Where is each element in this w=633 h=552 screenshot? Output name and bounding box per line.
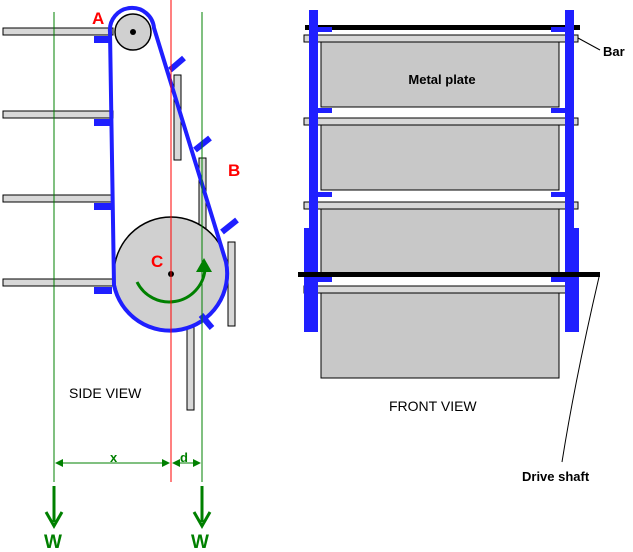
front-belt-right [565,10,574,332]
front-clip-4r [551,277,565,282]
side-plate-2 [2,110,114,119]
clip-1 [94,36,112,43]
pulley-a-axle [130,29,136,35]
metal-plate-4 [320,292,560,379]
label-drive-shaft: Drive shaft [522,469,590,484]
clip-2 [94,119,112,126]
clip-8 [198,313,215,330]
front-clip-2r [551,108,565,113]
front-clip-1l [318,27,332,32]
top-shaft [305,25,580,30]
label-point-c: C [151,252,163,271]
label-point-b: B [228,161,240,180]
side-view: A B C SIDE VIEW x d W W [2,0,240,552]
label-bar: Bar [603,44,625,59]
label-side-view: SIDE VIEW [69,385,142,401]
front-bar-1 [303,34,579,43]
label-front-view: FRONT VIEW [389,398,477,414]
front-bar-4 [303,285,579,294]
label-dim-x: x [110,450,118,465]
side-plate-8 [186,325,195,411]
label-weight-left: W [44,532,62,552]
label-metal-plate: Metal plate [408,72,475,87]
dim-d-arrow-left [172,459,180,467]
front-bar-2 [303,117,579,126]
label-weight-right: W [191,532,209,552]
drive-shaft [298,272,600,277]
side-plate-4 [2,278,114,287]
metal-plate-2 [320,124,560,191]
clip-7 [220,217,239,235]
drive-shaft-leader-line [561,276,600,463]
dim-d-arrow-right [193,459,201,467]
clip-3 [94,203,112,210]
label-dim-d: d [180,450,188,465]
dim-x-arrow-left [55,459,63,467]
weight-arrow-right-head [192,511,212,530]
front-drum-left [304,228,311,332]
weight-arrow-left-head [44,511,64,530]
bar-leader-line [577,37,601,51]
metal-plate-1 [320,41,560,108]
front-drum-right [572,228,579,332]
front-view: Bar Metal plate FRONT VIEW Drive shaft [298,10,625,484]
front-clip-4l [318,277,332,282]
side-plate-3 [2,194,114,203]
clip-5 [168,55,186,73]
front-clip-2l [318,108,332,113]
front-belt-left [309,10,318,332]
belt [107,5,230,333]
label-point-a: A [92,9,104,28]
metal-plate-3 [320,208,560,276]
front-bar-3 [303,201,579,210]
side-plate-7 [227,241,236,327]
front-clip-3r [551,192,565,197]
clip-4 [94,287,112,294]
side-plate-1 [2,27,114,36]
front-clip-3l [318,192,332,197]
rotation-arrowhead [196,258,212,272]
front-clip-1r [551,27,565,32]
dim-x-arrow-right [162,459,170,467]
